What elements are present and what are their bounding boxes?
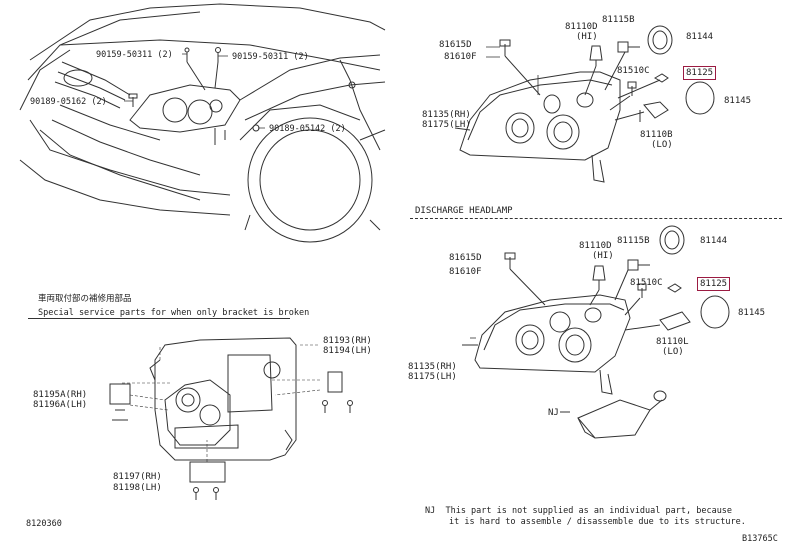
section-divider xyxy=(410,218,782,219)
headlamp-top-illustration xyxy=(455,26,714,182)
part-81197-rh[interactable]: 81197(RH) xyxy=(113,472,162,482)
discharge-part-81110d-note: (HI) xyxy=(592,251,614,261)
part-81615d[interactable]: 81615D xyxy=(439,40,472,50)
discharge-title: DISCHARGE HEADLAMP xyxy=(415,206,513,216)
footer-note-line1: NJ This part is not supplied as an indiv… xyxy=(425,506,733,516)
service-parts-illustration xyxy=(110,338,353,500)
footer-right-code: B13765C xyxy=(742,534,778,544)
part-81110d-note: (HI) xyxy=(576,32,598,42)
part-81198-lh[interactable]: 81198(LH) xyxy=(113,483,162,493)
discharge-part-81175-lh[interactable]: 81175(LH) xyxy=(408,372,457,382)
discharge-headlamp-illustration xyxy=(462,226,729,438)
part-81135-rh[interactable]: 81135(RH) xyxy=(422,110,471,120)
discharge-part-81610f[interactable]: 81610F xyxy=(449,267,482,277)
service-underline xyxy=(28,318,290,319)
footer-left-code: 8120360 xyxy=(26,519,62,529)
discharge-part-81144[interactable]: 81144 xyxy=(700,236,728,246)
part-81125-highlight[interactable]: 81125 xyxy=(683,66,717,80)
discharge-part-81145[interactable]: 81145 xyxy=(738,308,766,318)
footer-note-line2: it is hard to assemble / disassemble due… xyxy=(449,517,746,527)
callout-90159-50311-left[interactable]: 90159-50311 (2) xyxy=(96,50,173,60)
part-81194-lh[interactable]: 81194(LH) xyxy=(323,346,372,356)
discharge-part-81125-highlight[interactable]: 81125 xyxy=(697,277,731,291)
discharge-part-81615d[interactable]: 81615D xyxy=(449,253,482,263)
discharge-part-81110l[interactable]: 81110L xyxy=(656,337,689,347)
part-81110d[interactable]: 81110D xyxy=(565,22,598,32)
part-81115b[interactable]: 81115B xyxy=(602,15,635,25)
discharge-part-81115b[interactable]: 81115B xyxy=(617,236,650,246)
car-front-illustration xyxy=(20,4,385,242)
part-81144[interactable]: 81144 xyxy=(686,32,714,42)
part-81193-rh[interactable]: 81193(RH) xyxy=(323,336,372,346)
discharge-part-81135-rh[interactable]: 81135(RH) xyxy=(408,362,457,372)
discharge-part-81110l-note: (LO) xyxy=(662,347,684,357)
part-81610f[interactable]: 81610F xyxy=(444,52,477,62)
service-title-jp: 車両取付部の補修用部品 xyxy=(38,294,132,304)
discharge-part-81110d[interactable]: 81110D xyxy=(579,241,612,251)
callout-90159-50311-right[interactable]: 90159-50311 (2) xyxy=(232,52,309,62)
part-81510c[interactable]: 81510C xyxy=(617,66,650,76)
part-81196a-lh[interactable]: 81196A(LH) xyxy=(33,400,88,410)
service-title-en: Special service parts for when only brac… xyxy=(38,308,310,318)
part-81145[interactable]: 81145 xyxy=(724,96,752,106)
part-81110b-note: (LO) xyxy=(651,140,673,150)
part-81110b[interactable]: 81110B xyxy=(640,130,673,140)
discharge-nj-marker: NJ xyxy=(548,408,559,418)
discharge-part-81510c[interactable]: 81510C xyxy=(630,278,663,288)
callout-90189-05142[interactable]: 90189-05142 (2) xyxy=(269,124,346,134)
callout-90189-05162[interactable]: 90189-05162 (2) xyxy=(30,97,107,107)
part-81195a-rh[interactable]: 81195A(RH) xyxy=(33,390,88,400)
part-81175-lh[interactable]: 81175(LH) xyxy=(422,120,471,130)
